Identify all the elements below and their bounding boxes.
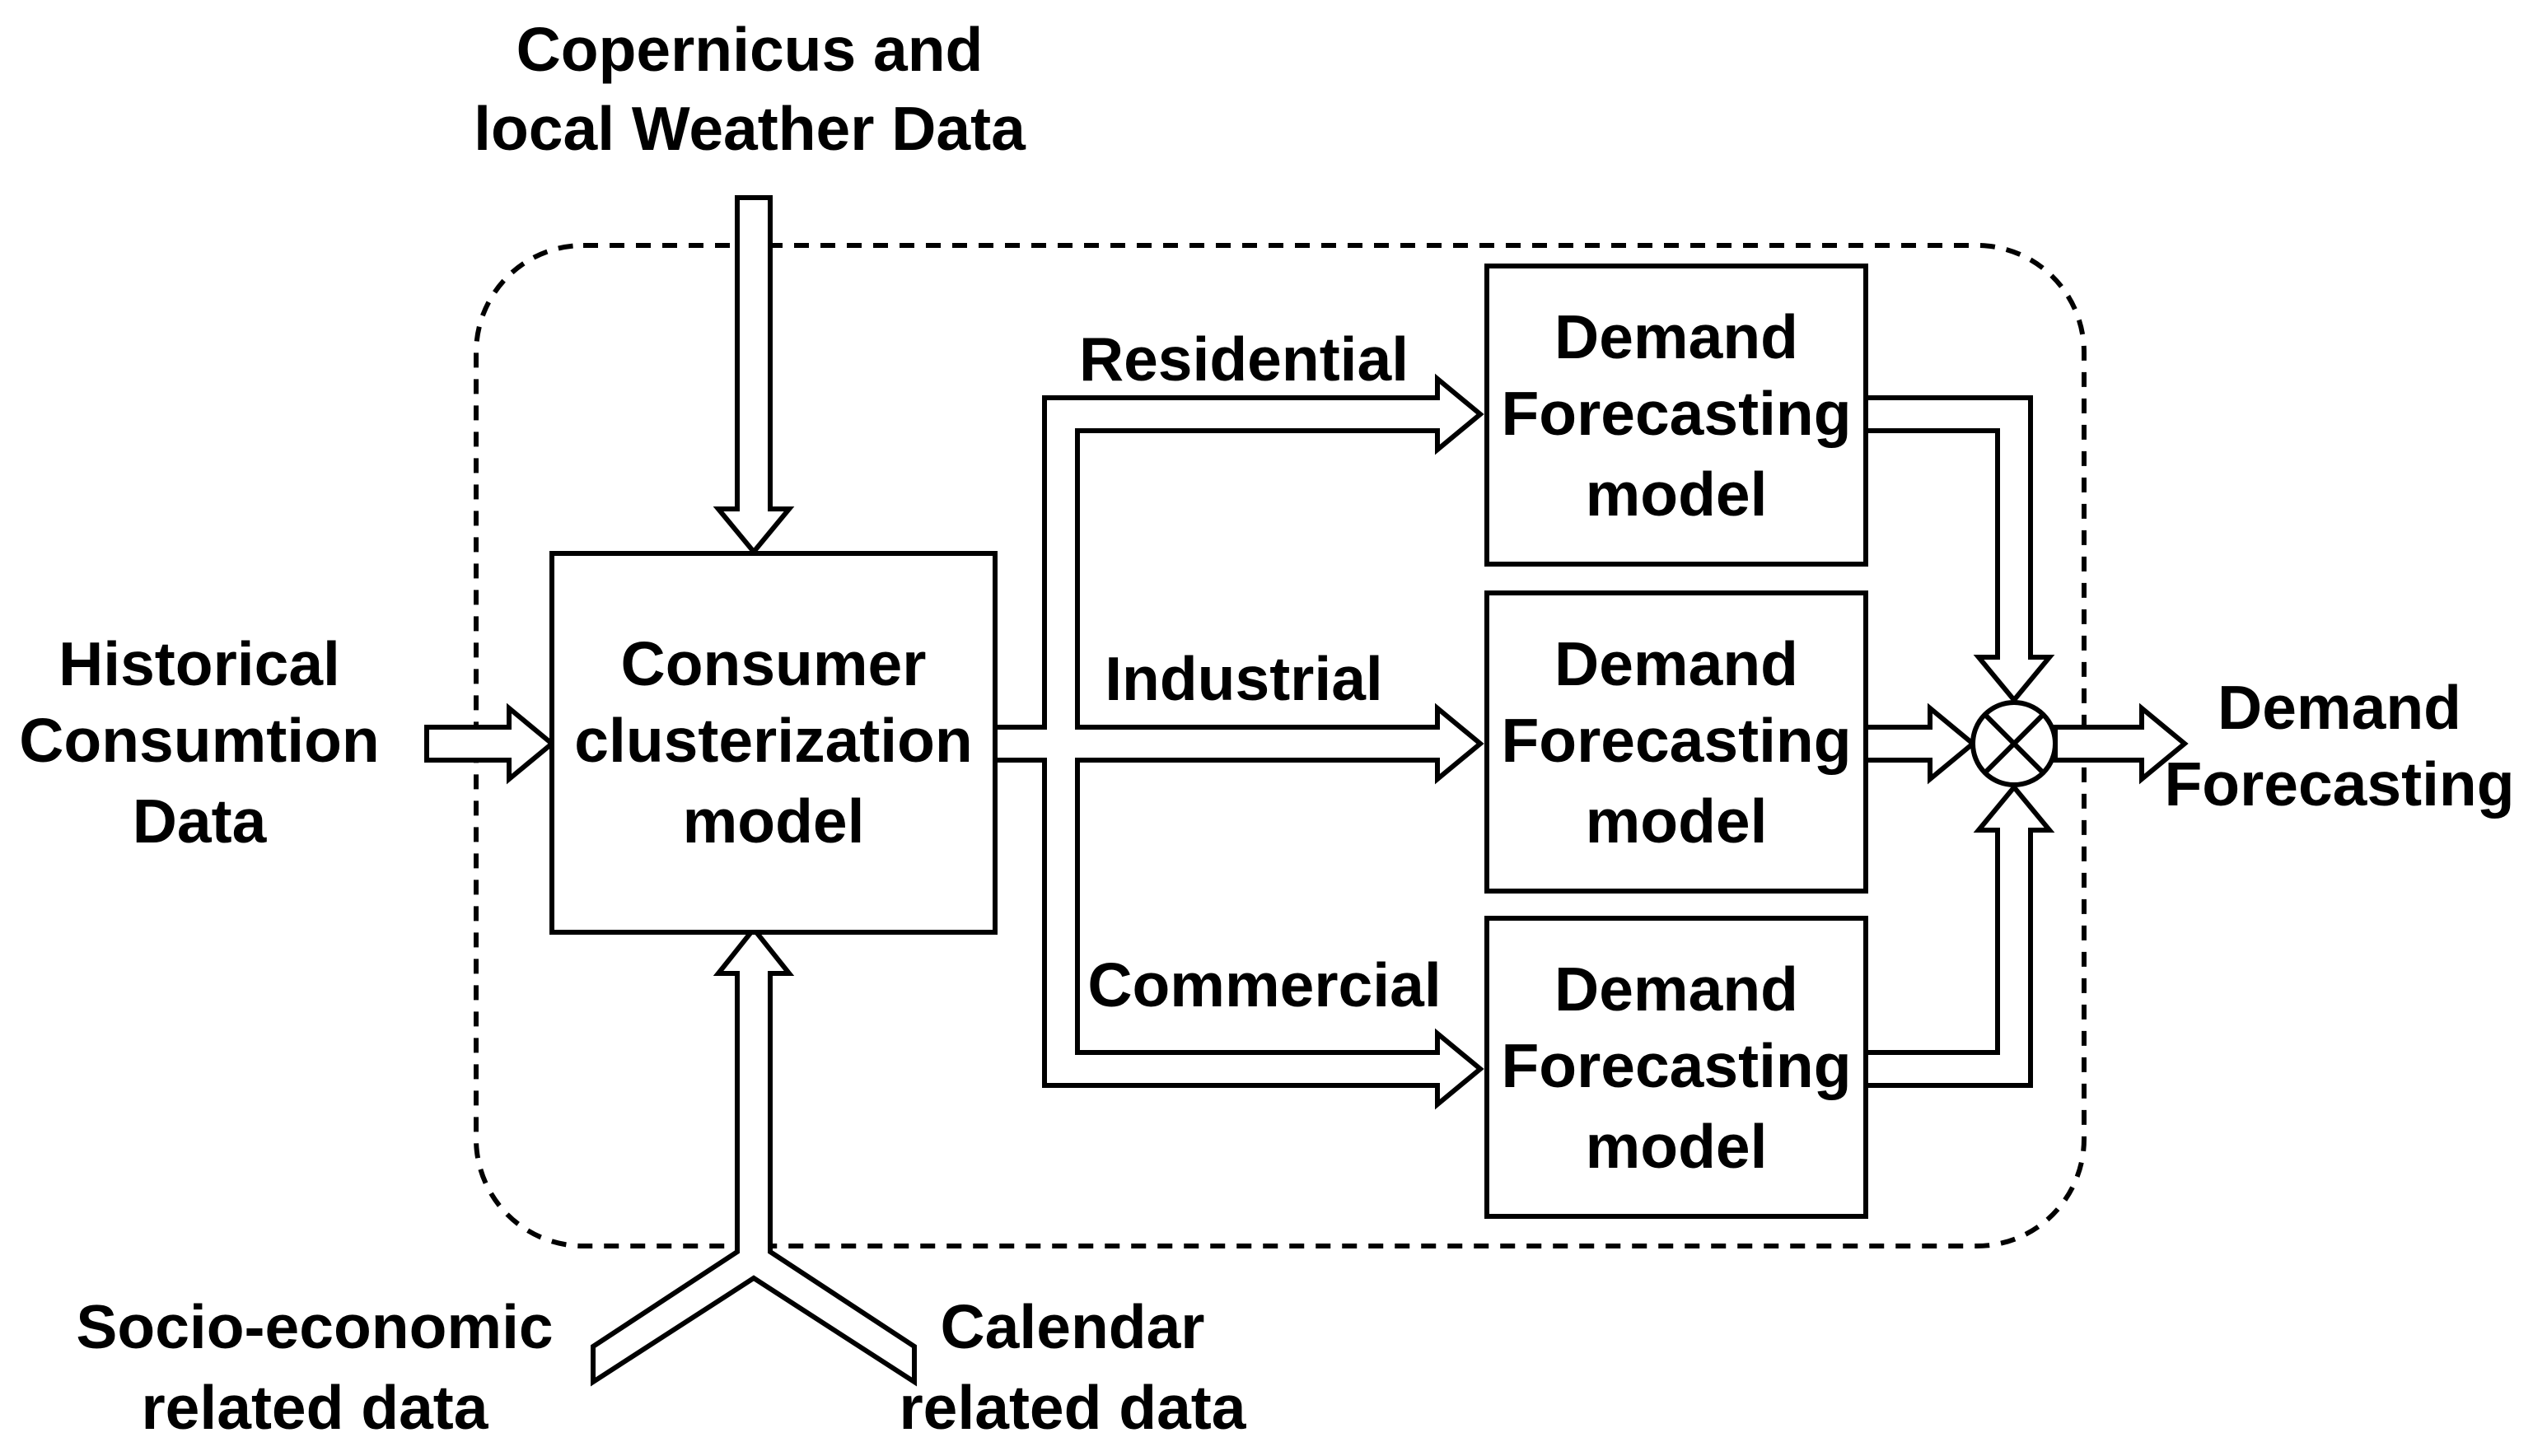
forecast-model-box-commercial: [1484, 916, 1868, 1219]
model-3-to-combiner-arrow: [1863, 783, 2055, 1088]
socio-calendar-input-arrow: [591, 925, 917, 1387]
forecast-model-1-line-3: model: [1586, 460, 1768, 529]
forecast-model-1-line-1: Demand: [1554, 302, 1798, 371]
forecast-model-3-line-1: Demand: [1554, 954, 1798, 1024]
forecast-model-3-line-2: Forecasting: [1501, 1031, 1851, 1100]
calendar-label-line-2: related data: [900, 1373, 1247, 1442]
forecast-model-2-line-2: Forecasting: [1501, 706, 1851, 775]
calendar-label-line-1: Calendar: [941, 1292, 1205, 1361]
weather-label-line-1: Copernicus and: [516, 15, 984, 84]
combiner-junction: [1970, 700, 2058, 787]
cluster-model-label-line-3: model: [683, 786, 865, 856]
cluster-model-box: [549, 551, 998, 935]
model-1-to-combiner-arrow: [1863, 395, 2055, 704]
weather-label-line-2: local Weather Data: [474, 94, 1026, 163]
weather-input-arrow: [713, 195, 795, 556]
historical-label-line-1: Historical: [58, 629, 340, 698]
branch-label-residential: Residential: [1079, 324, 1409, 394]
combiner-output-arrow: [2053, 702, 2189, 785]
forecast-model-1-line-2: Forecasting: [1501, 379, 1851, 448]
branch-label-commercial: Commercial: [1087, 950, 1441, 1020]
branch-label-industrial: Industrial: [1105, 644, 1383, 713]
historical-label-line-3: Data: [133, 786, 268, 856]
forecast-model-box-industrial: [1484, 590, 1868, 894]
socio-label-line-2: related data: [142, 1373, 489, 1442]
socio-label-line-1: Socio-economic: [76, 1292, 553, 1361]
forecast-model-3-line-3: model: [1586, 1112, 1768, 1181]
cluster-model-label-line-1: Consumer: [621, 629, 927, 698]
forecast-model-2-line-1: Demand: [1554, 629, 1798, 698]
forecast-model-box-residential: [1484, 264, 1868, 567]
historical-label-line-2: Consumtion: [19, 706, 379, 775]
model-2-to-combiner-arrow: [1863, 702, 1977, 785]
output-label-line-2: Forecasting: [2164, 749, 2514, 819]
output-label-line-1: Demand: [2218, 673, 2461, 742]
historical-input-arrow: [424, 702, 556, 785]
cluster-output-branch-arrows: [993, 373, 1484, 1110]
cluster-model-label-line-2: clusterization: [574, 706, 972, 775]
forecast-model-2-line-3: model: [1586, 786, 1768, 856]
